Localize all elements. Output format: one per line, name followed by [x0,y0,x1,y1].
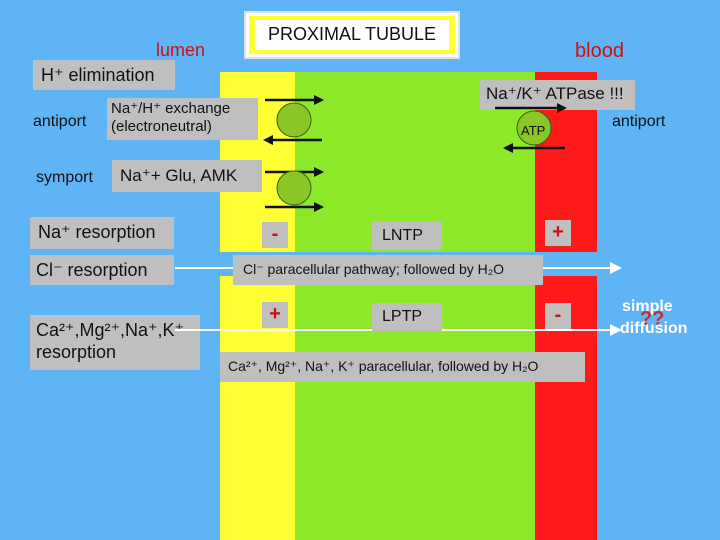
ca-pathway-label: Ca²⁺, Mg²⁺, Na⁺, K⁺ paracellular, follow… [228,358,539,374]
h-elimination-label: H⁺ elimination [41,65,155,85]
lptp-minus-sign: - [554,304,562,326]
blood-label: blood [575,40,624,62]
na-resorption-label: Na⁺ resorption [38,222,156,242]
lptp-plus-box: + [262,302,288,328]
ca-resorption-line1: Ca²⁺,Mg²⁺,Na⁺,K⁺ [36,320,185,340]
symport-label: symport [36,169,93,186]
cl-resorption-box: Cl⁻ resorption [30,255,174,285]
na-resorption-box: Na⁺ resorption [30,217,174,249]
simple-label: simple [622,298,673,315]
atpase-circle [516,110,552,146]
title-box: PROXIMAL TUBULE [244,11,460,59]
lptp-box: LPTP [372,303,442,331]
atpase-label: Na⁺/K⁺ ATPase !!! [486,84,624,103]
question-marks: ?? [640,308,665,330]
ca-resorption-box: Ca²⁺,Mg²⁺,Na⁺,K⁺ resorption [30,315,200,370]
lptp-plus-sign: + [269,303,281,325]
na-h-exchanger-circle [276,102,312,138]
lumen-label: lumen [156,40,206,60]
lptp-label: LPTP [382,308,423,325]
lptp-minus-box: - [545,303,571,329]
page-title: PROXIMAL TUBULE [267,24,437,44]
cl-pathway-label: Cl⁻ paracellular pathway; followed by H₂… [243,261,505,277]
diffusion-label: diffusion [620,320,688,337]
cl-resorption-label: Cl⁻ resorption [36,260,148,280]
na-h-exchange-box: Na⁺/H⁺ exchange (electroneutral) [107,98,258,140]
antiport-left-label: antiport [33,113,87,130]
lntp-plus-box: + [545,220,571,246]
na-glu-box: Na⁺+ Glu, AMK [112,160,262,192]
lntp-minus-sign: - [271,223,279,245]
na-h-exchange-line2: (electroneutral) [111,118,212,135]
ca-pathway-box: Ca²⁺, Mg²⁺, Na⁺, K⁺ paracellular, follow… [220,352,585,382]
na-glu-label: Na⁺+ Glu, AMK [120,166,238,185]
lntp-plus-sign: + [552,221,564,243]
symport-circle [276,170,312,206]
ca-resorption-line2: resorption [36,342,117,362]
lntp-label: LNTP [382,227,423,244]
antiport-right-label: antiport [612,113,666,130]
na-h-exchange-line1: Na⁺/H⁺ exchange [111,100,231,117]
lntp-box: LNTP [372,222,442,250]
cl-pathway-box: Cl⁻ paracellular pathway; followed by H₂… [233,255,543,285]
atp-label: ATP [521,123,546,138]
h-elimination-box: H⁺ elimination [33,60,175,90]
lntp-minus-box: - [262,222,288,248]
